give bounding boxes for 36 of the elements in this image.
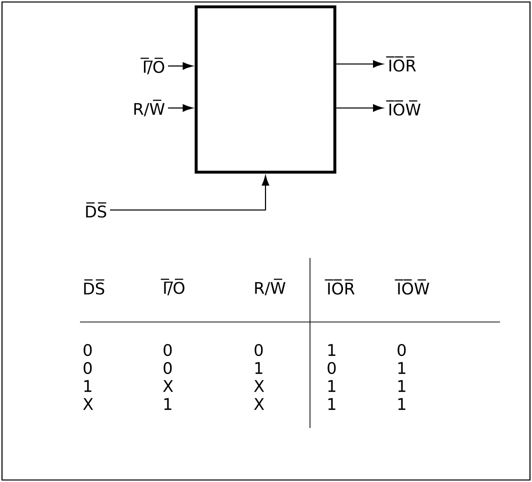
table-cell: 1 [84, 380, 92, 392]
table-cell: 1 [328, 344, 336, 356]
arrow [110, 176, 270, 211]
table-cell: 1 [398, 380, 406, 392]
table-cell: X [254, 380, 264, 392]
table-cell: X [163, 380, 174, 392]
table-cell: 1 [164, 398, 172, 410]
column-header: D̅S̅ [84, 279, 104, 295]
table-cell: 0 [328, 362, 336, 374]
column-header: I̅O̅W̅ [394, 279, 430, 295]
table-cell: 1 [398, 362, 406, 374]
arrow [336, 60, 384, 68]
table-cell: 0 [164, 362, 172, 374]
arrow [336, 104, 384, 112]
column-header: I̅O̅R̅ [324, 279, 355, 295]
table-cell: 0 [84, 362, 92, 374]
block-box [194, 5, 336, 174]
column-header: R/W̅ [255, 278, 286, 296]
signal-label: I̅/̅O̅ [140, 58, 164, 74]
table-cell: 0 [254, 344, 263, 356]
table-cell: X [83, 398, 94, 410]
arrow [168, 104, 193, 112]
table-cell: 1 [328, 380, 336, 392]
table-cell: 1 [398, 398, 406, 410]
signal-label: I̅O̅R̅ [386, 56, 416, 72]
table-cell: X [254, 398, 264, 410]
table-cell: 1 [328, 398, 336, 410]
arrow [168, 62, 193, 70]
signal-label: R/W̅ [134, 100, 165, 116]
table-cell: 0 [398, 344, 406, 356]
column-header: I̅/̅O̅ [160, 278, 184, 296]
signal-label: I̅O̅W̅ [386, 100, 421, 116]
signal-label: D̅S̅ [86, 202, 106, 218]
table-cell: 1 [255, 362, 262, 374]
table-cell: 0 [84, 344, 92, 356]
table-cell: 0 [164, 344, 172, 356]
